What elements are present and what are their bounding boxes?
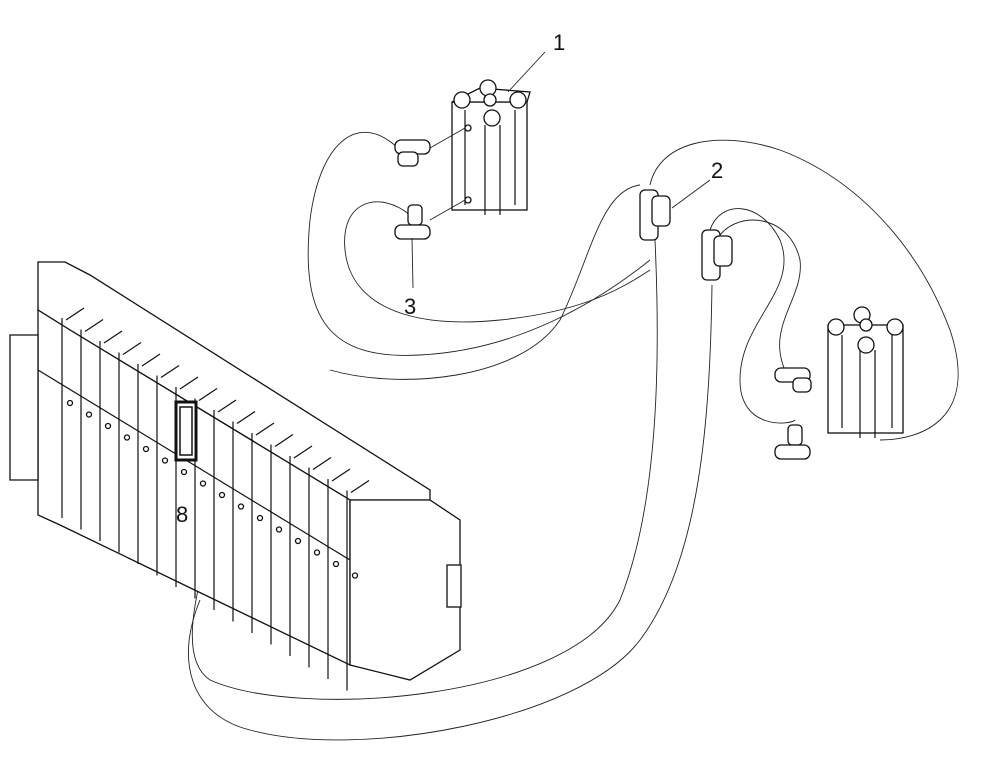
port: [464, 196, 472, 204]
callout-3: 3: [404, 294, 416, 319]
valve-station-screw: [104, 422, 112, 430]
manifold-left-end: [9, 334, 39, 481]
valve-station-top: [103, 330, 123, 344]
valve-station-top: [179, 376, 199, 390]
elbow-fittings-upper: [394, 127, 466, 240]
cylinder-corner: [857, 336, 875, 354]
manifold-divider: [37, 369, 351, 561]
callout-8: 8: [176, 502, 188, 527]
cylinder-corner: [483, 109, 501, 127]
valve-station-top: [122, 342, 142, 355]
manifold-end: [349, 499, 461, 681]
valve-station-screw: [161, 457, 169, 464]
cylinder-corner: [509, 91, 527, 109]
valve-terminal-manifold: [9, 261, 462, 691]
y-connectors: [639, 189, 733, 281]
y-connector: [713, 235, 733, 267]
valve-station-top: [84, 319, 104, 332]
valve-station-top: [274, 434, 294, 447]
valve-station-top: [350, 480, 370, 493]
piston-rod: [483, 93, 497, 107]
elbow-fitting: [774, 444, 811, 460]
tube-loop-6: [719, 219, 801, 381]
valve-station-screw: [237, 503, 245, 510]
valve-station-top: [65, 307, 85, 321]
valve-station-screw: [142, 445, 150, 453]
elbow-fitting: [407, 204, 423, 226]
valve-station-top: [217, 399, 237, 413]
elbow-fitting: [397, 151, 419, 167]
piston-rod: [859, 318, 873, 332]
pneumatic-cylinder-lower-right: [774, 306, 904, 460]
tube-long-2: [188, 284, 713, 741]
valve-station-top: [255, 422, 275, 436]
valve-station-screw: [256, 514, 264, 522]
valve-station-screw: [199, 480, 207, 487]
tube-loop-3: [649, 139, 959, 441]
cylinder-corner: [479, 79, 497, 97]
callout-leader-2: [671, 179, 711, 209]
valve-station-top: [198, 388, 218, 401]
valve-station-top: [236, 411, 256, 424]
tube-long-1: [191, 239, 658, 700]
port: [464, 124, 472, 132]
valve-station-screw: [218, 491, 226, 499]
callouts: 1 2 3 8: [176, 30, 723, 527]
valve-station-top: [160, 365, 180, 378]
y-connector: [651, 195, 671, 227]
leader: [429, 127, 466, 149]
cylinder-corner: [453, 91, 471, 109]
highlighted-station-coil: [174, 400, 198, 462]
tube-loop-1: [307, 131, 651, 356]
elbow-fitting: [394, 224, 431, 240]
valve-station-top: [312, 457, 332, 470]
cylinder-corner: [827, 318, 845, 336]
valve-station-screw: [351, 572, 359, 579]
valve-stations: [37, 307, 370, 691]
valve-station-screw: [66, 399, 74, 407]
valve-station-screw: [123, 434, 131, 441]
tube-loop-5: [709, 208, 796, 424]
valve-station-top: [141, 353, 161, 367]
callout-leader-3: [411, 237, 414, 289]
tube-loop-2: [344, 201, 651, 323]
valve-station-top: [331, 468, 351, 482]
valve-station-screw: [275, 526, 283, 533]
air-tubing: [188, 131, 959, 741]
valve-station-screw: [313, 549, 321, 556]
coil-detail: [179, 406, 193, 456]
connector-plug: [446, 564, 462, 608]
valve-station-screw: [294, 537, 302, 545]
valve-station-screw: [85, 411, 93, 418]
leader: [429, 199, 466, 221]
callout-1: 1: [553, 30, 565, 55]
elbow-fitting: [792, 377, 812, 393]
cylinder-corner: [886, 318, 904, 336]
elbow-fitting: [787, 424, 803, 446]
valve-station-screw: [180, 468, 188, 476]
tube-loop-4: [329, 184, 641, 380]
valve-station-top: [293, 445, 313, 459]
pneumatic-cylinder-upper: [451, 79, 531, 215]
callout-leader-1: [507, 51, 546, 93]
valve-station-screw: [332, 560, 340, 568]
callout-2: 2: [711, 158, 723, 183]
